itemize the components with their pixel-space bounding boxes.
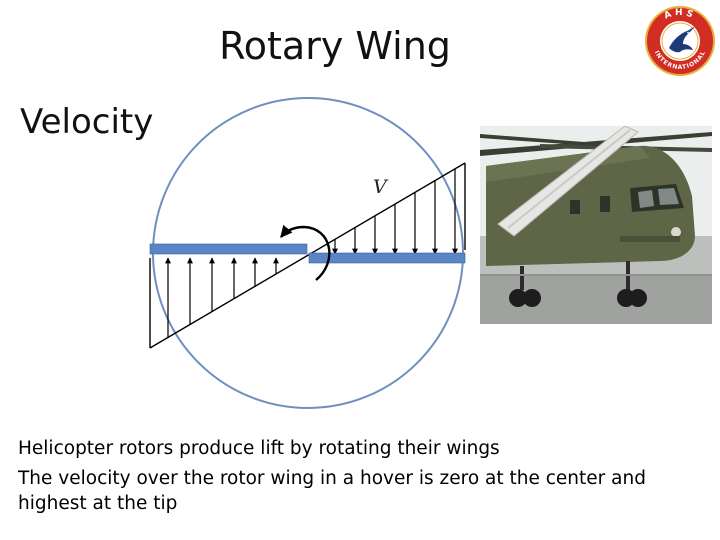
slide-title: Rotary Wing — [219, 24, 451, 68]
velocity-line — [149, 162, 466, 349]
rotor-blade-right — [308, 252, 466, 264]
chinook-helicopter-photo — [480, 126, 712, 324]
velocity-label: V — [373, 176, 389, 198]
rotor-velocity-diagram: V — [149, 97, 466, 409]
ahs-logo: AHS INTERNATIONAL — [645, 6, 715, 76]
upward-velocity-arrows — [165, 257, 279, 337]
body-text: Helicopter rotors produce lift by rotati… — [18, 436, 708, 521]
rotor-blade-left — [149, 243, 308, 255]
bullet-1: Helicopter rotors produce lift by rotati… — [18, 438, 500, 459]
hummingbird-icon — [669, 26, 695, 53]
bullet-2: The velocity over the rotor wing in a ho… — [18, 468, 646, 514]
slide-subtitle: Velocity — [20, 102, 154, 142]
rotation-arrow-icon — [280, 224, 331, 281]
downward-velocity-arrows — [332, 169, 458, 255]
